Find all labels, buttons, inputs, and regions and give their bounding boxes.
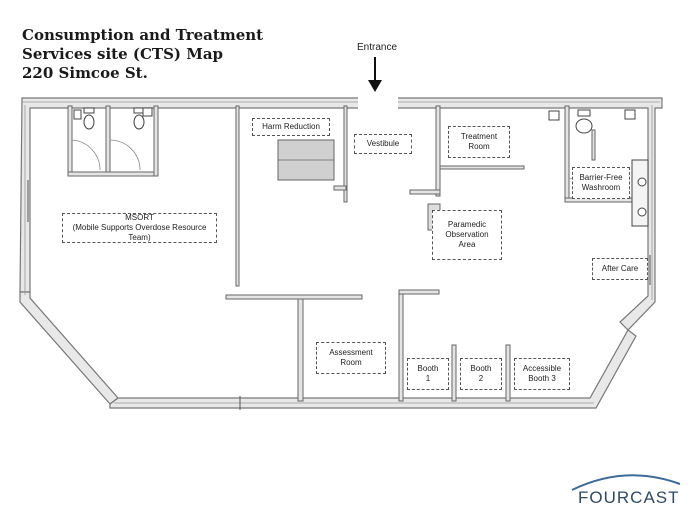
title-line-1: Consumption and Treatment bbox=[22, 26, 264, 44]
harm-reduction-label: Harm Reduction bbox=[252, 118, 330, 136]
brand-logo: FOURCAST bbox=[578, 488, 680, 507]
msort-label: MSORT (Mobile Supports Overdose Resource… bbox=[62, 213, 217, 243]
title-line-2: Services site (CTS) Map bbox=[22, 45, 224, 63]
paramedic-area-label: Paramedic Observation Area bbox=[432, 210, 502, 260]
after-care-label: After Care bbox=[592, 258, 648, 280]
sink-icon bbox=[73, 107, 153, 120]
entrance-label: Entrance bbox=[357, 42, 398, 53]
vestibule-label: Vestibule bbox=[354, 134, 412, 154]
washroom-label: Barrier-Free Washroom bbox=[572, 167, 630, 199]
toilet-icon bbox=[83, 107, 95, 130]
down-arrow-icon bbox=[368, 57, 382, 92]
booth-3-label: Accessible Booth 3 bbox=[514, 358, 570, 390]
treatment-room-label: Treatment Room bbox=[448, 126, 510, 158]
booth-1-label: Booth 1 bbox=[407, 358, 449, 390]
brand-arc-icon bbox=[571, 474, 681, 491]
sink-icon bbox=[548, 109, 649, 227]
title-line-3: 220 Simcoe St. bbox=[22, 64, 148, 82]
interior-walls bbox=[67, 105, 636, 402]
outer-walls bbox=[19, 97, 663, 409]
assessment-room-label: Assessment Room bbox=[316, 342, 386, 374]
map-title: Consumption and Treatment Services site … bbox=[22, 26, 263, 83]
booth-2-label: Booth 2 bbox=[460, 358, 502, 390]
toilet-icon bbox=[575, 109, 593, 134]
